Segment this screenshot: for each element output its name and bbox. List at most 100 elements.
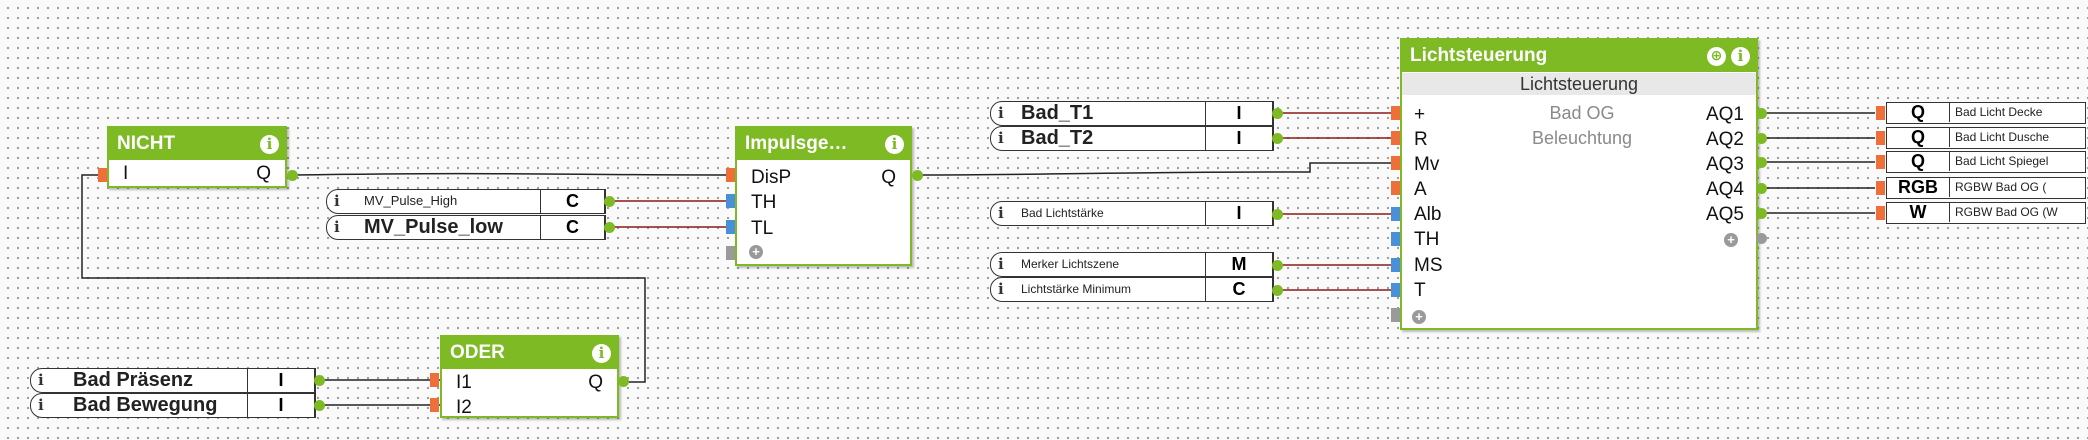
output-ref-port[interactable]	[1876, 131, 1885, 145]
output-ref-symbol: RGB	[1887, 178, 1950, 197]
output-ref-port[interactable]	[1876, 155, 1885, 169]
output-port[interactable]	[1756, 108, 1767, 119]
add-input-icon[interactable]: +	[749, 245, 763, 259]
output-ref-2[interactable]: Q Bad Licht Dusche	[1886, 127, 2086, 149]
ref-bad-lichtstaerke[interactable]: i Bad Lichtstärke I	[990, 200, 1274, 226]
ref-mv-pulse-low[interactable]: i MV_Pulse_low C	[326, 214, 606, 240]
output-port-empty[interactable]	[1756, 233, 1767, 244]
ref-lichtstaerke-minimum[interactable]: i Lichtstärke Minimum C	[990, 276, 1274, 302]
info-icon: i	[334, 192, 340, 210]
input-port[interactable]	[1391, 106, 1400, 120]
input-label: I	[123, 163, 129, 184]
input-port[interactable]	[430, 373, 439, 387]
info-icon: i	[38, 371, 44, 389]
info-icon[interactable]: i	[885, 135, 904, 154]
output-port[interactable]	[912, 170, 923, 181]
input-label: T	[1414, 280, 1426, 301]
output-label: AQ4	[1705, 179, 1744, 200]
input-port-empty[interactable]	[726, 246, 735, 260]
input-port[interactable]	[726, 194, 735, 208]
output-ref-label: RGBW Bad OG (	[1955, 180, 2047, 194]
block-nicht[interactable]: NICHT i I Q	[107, 126, 287, 188]
input-port[interactable]	[430, 398, 439, 412]
output-label: Q	[881, 167, 896, 188]
input-label: TL	[751, 218, 774, 239]
input-port[interactable]	[1391, 156, 1400, 170]
output-ref-symbol: W	[1887, 203, 1950, 222]
info-icon: i	[998, 104, 1004, 122]
input-port[interactable]	[1391, 232, 1400, 246]
ref-symbol: I	[1205, 200, 1273, 226]
input-label: TH	[1414, 229, 1440, 250]
block-center-line-1: Bad OG	[1549, 103, 1615, 123]
output-port[interactable]	[287, 170, 298, 181]
input-port[interactable]	[1391, 131, 1400, 145]
output-port[interactable]	[604, 196, 615, 207]
output-port[interactable]	[1756, 208, 1767, 219]
output-port[interactable]	[1756, 183, 1767, 194]
output-ref-1[interactable]: Q Bad Licht Decke	[1886, 102, 2086, 124]
wire-oder-to-nicht	[81, 174, 646, 383]
ref-symbol: M	[1205, 251, 1273, 277]
input-label: R	[1414, 129, 1428, 150]
block-title: Impulsge…	[737, 128, 910, 160]
ref-bad-t1[interactable]: i Bad_T1 I	[990, 100, 1274, 126]
info-icon: i	[38, 396, 44, 414]
output-ref-5[interactable]: W RGBW Bad OG (W	[1886, 202, 2086, 224]
wire-nicht-to-impulse	[293, 172, 729, 176]
output-ref-4[interactable]: RGB RGBW Bad OG (	[1886, 177, 2086, 199]
info-icon: i	[998, 204, 1004, 222]
output-port[interactable]	[618, 376, 629, 387]
output-ref-port[interactable]	[1876, 106, 1885, 120]
output-port[interactable]	[604, 222, 615, 233]
output-port[interactable]	[1756, 157, 1767, 168]
ref-mv-pulse-high[interactable]: i MV_Pulse_High C	[326, 188, 606, 214]
block-oder[interactable]: ODER i I1 I2 Q	[440, 335, 619, 418]
ref-symbol: C	[540, 214, 605, 240]
ref-bad-praesenz[interactable]: i Bad Präsenz I	[30, 367, 316, 393]
info-icon[interactable]: i	[1731, 47, 1750, 66]
input-port[interactable]	[1391, 283, 1400, 297]
block-impulse[interactable]: Impulsge… i DisP TH TL Q	[735, 126, 912, 266]
input-port[interactable]	[726, 168, 735, 182]
input-port[interactable]	[726, 220, 735, 234]
input-port[interactable]	[98, 168, 107, 182]
output-ref-symbol: Q	[1887, 128, 1950, 147]
settings-icon[interactable]: ⊕	[1707, 47, 1726, 66]
output-port[interactable]	[1272, 108, 1283, 119]
block-lichtsteuerung[interactable]: Lichtsteuerung ⊕ i Lichtsteuerung Bad OG…	[1400, 38, 1758, 330]
output-port[interactable]	[1756, 133, 1767, 144]
output-port[interactable]	[314, 375, 325, 386]
info-icon: i	[998, 255, 1004, 273]
ref-symbol: C	[1205, 276, 1273, 302]
input-port-empty[interactable]	[1391, 308, 1400, 322]
ref-bad-bewegung[interactable]: i Bad Bewegung I	[30, 392, 316, 418]
ref-label: Bad_T2	[1021, 127, 1094, 149]
output-ref-3[interactable]: Q Bad Licht Spiegel	[1886, 151, 2086, 173]
input-port[interactable]	[1391, 258, 1400, 272]
input-port[interactable]	[1391, 181, 1400, 195]
info-icon: i	[998, 129, 1004, 147]
wire-impulse-to-mv	[916, 162, 1392, 176]
block-title: NICHT	[109, 128, 285, 160]
info-icon[interactable]: i	[592, 344, 611, 363]
output-ref-port[interactable]	[1876, 181, 1885, 195]
ref-label: Bad Lichtstärke	[1021, 206, 1104, 220]
output-ref-port[interactable]	[1876, 206, 1885, 220]
ref-symbol: C	[540, 188, 605, 214]
ref-bad-t2[interactable]: i Bad_T2 I	[990, 125, 1274, 151]
info-icon[interactable]: i	[260, 135, 279, 154]
add-input-icon[interactable]: +	[1412, 310, 1426, 324]
add-output-icon[interactable]: +	[1724, 233, 1738, 247]
output-port[interactable]	[1272, 133, 1283, 144]
block-subtitle: Lichtsteuerung	[1402, 73, 1756, 95]
output-label: AQ1	[1705, 104, 1744, 125]
output-port[interactable]	[314, 400, 325, 411]
output-port[interactable]	[1272, 260, 1283, 271]
input-label: I2	[456, 397, 472, 418]
ref-merker-lichtszene[interactable]: i Merker Lichtszene M	[990, 251, 1274, 277]
ref-label: Bad_T1	[1021, 102, 1094, 124]
input-port[interactable]	[1391, 207, 1400, 221]
output-port[interactable]	[1272, 209, 1283, 220]
output-port[interactable]	[1272, 285, 1283, 296]
